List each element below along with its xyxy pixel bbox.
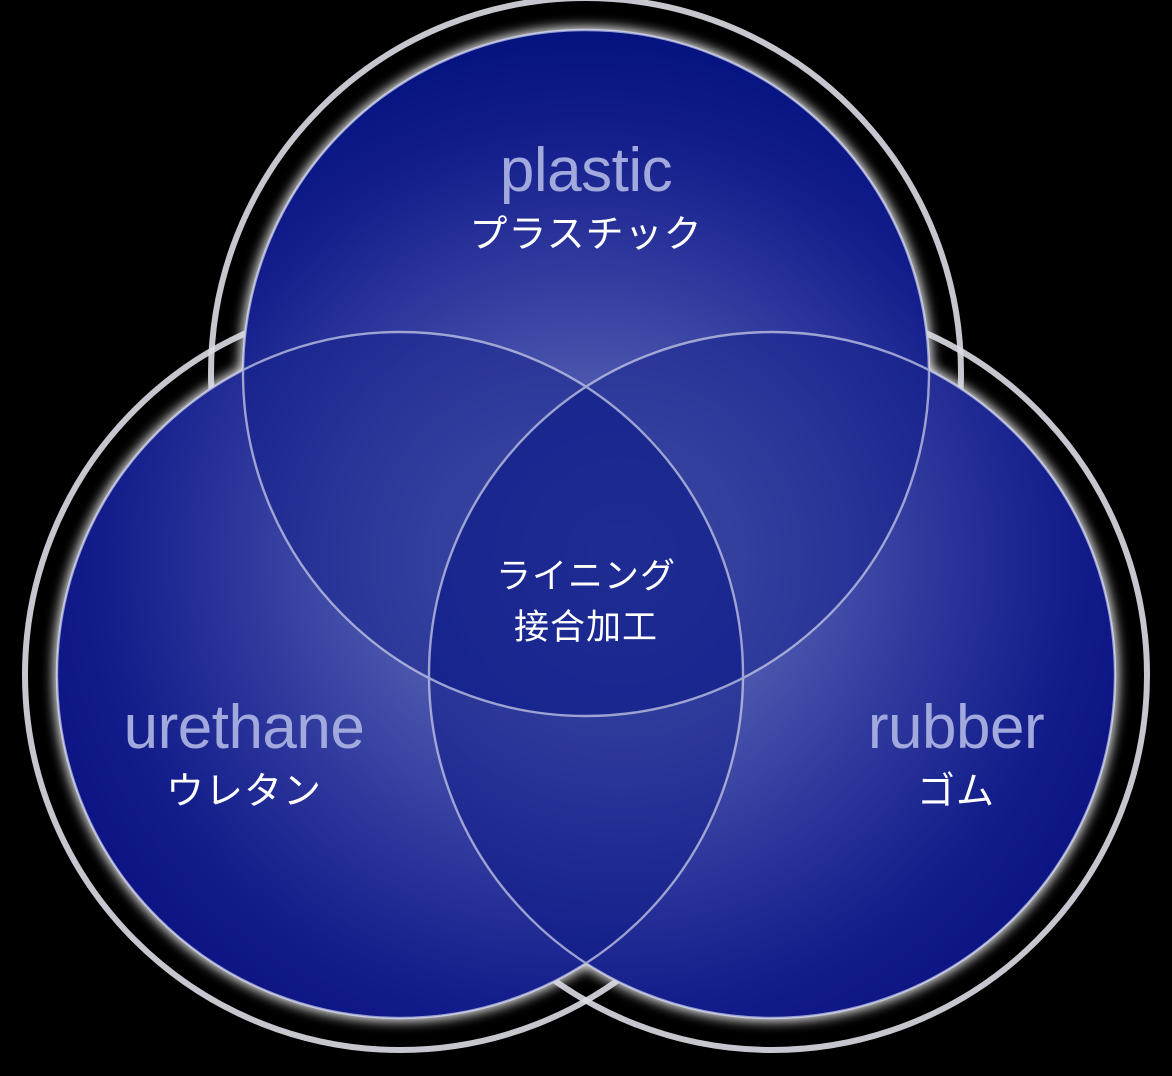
arc-urethane [55, 330, 745, 1020]
venn-circles-overpaint [57, 30, 1115, 1018]
arc-plastic [241, 28, 931, 718]
venn-circle-outlines-top [55, 28, 1117, 1020]
arc-rubber [427, 330, 1117, 1020]
